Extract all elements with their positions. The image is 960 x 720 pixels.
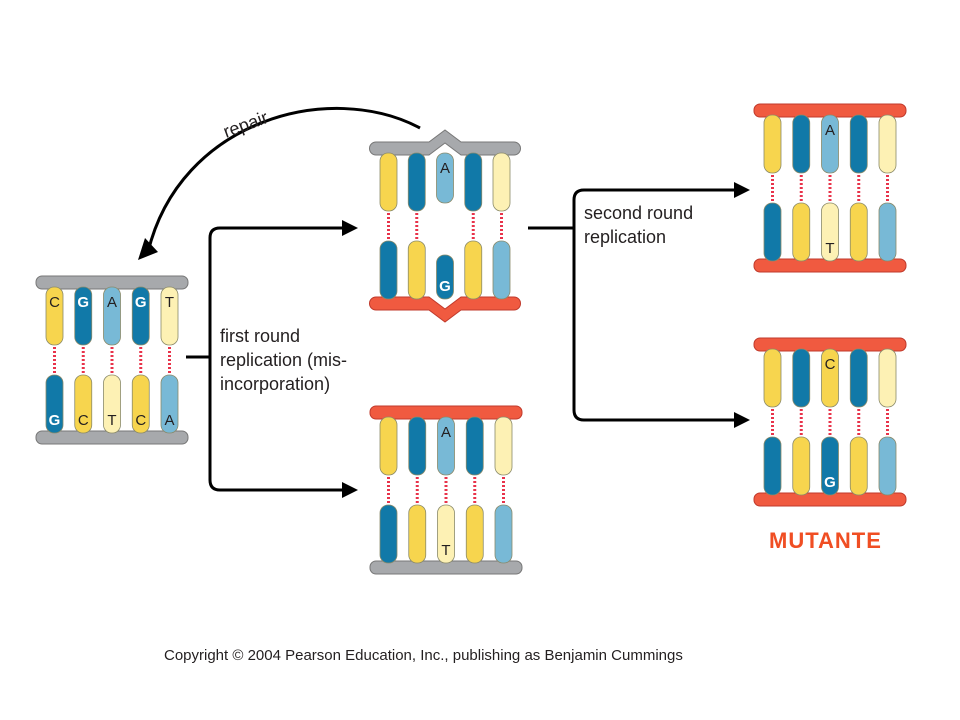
base-bottom-C bbox=[849, 436, 868, 496]
base-top-A bbox=[103, 286, 121, 346]
base-letter-bottom: G bbox=[439, 278, 451, 295]
second-round-bracket bbox=[528, 188, 736, 422]
base-bottom-T bbox=[103, 374, 121, 434]
base-top-T bbox=[878, 348, 897, 408]
base-top-T bbox=[878, 114, 897, 174]
base-bottom-G bbox=[763, 202, 782, 262]
base-top-C bbox=[379, 152, 398, 212]
arrowhead-second-wildtype bbox=[734, 182, 750, 198]
base-top-C bbox=[821, 348, 839, 408]
base-bottom-G bbox=[821, 436, 839, 496]
base-bottom-C bbox=[792, 436, 811, 496]
first-round-line-3: incorporation) bbox=[220, 374, 330, 394]
base-letter-top: C bbox=[49, 294, 60, 311]
base-bottom-C bbox=[408, 504, 427, 564]
base-bottom-G bbox=[436, 254, 454, 300]
top-strand bbox=[369, 129, 521, 156]
base-letter-top: A bbox=[825, 122, 835, 139]
base-bottom-G bbox=[379, 240, 398, 300]
mutant-label: MUTANTE bbox=[769, 528, 882, 553]
base-letter-bottom: G bbox=[49, 412, 61, 429]
base-letter-top: G bbox=[135, 294, 147, 311]
arrowhead-second-mutant bbox=[734, 412, 750, 428]
first-round-line-2: replication (mis- bbox=[220, 350, 347, 370]
base-bottom-C bbox=[792, 202, 811, 262]
base-bottom-A bbox=[160, 374, 179, 434]
base-letter-bottom: G bbox=[824, 474, 836, 491]
duplex-mismatch: AG bbox=[369, 129, 521, 323]
base-top-A bbox=[437, 416, 455, 476]
base-bottom-C bbox=[131, 374, 150, 434]
base-top-G bbox=[74, 286, 93, 346]
base-top-G bbox=[849, 114, 868, 174]
bottom-strand bbox=[369, 296, 521, 323]
first-round-label: first round replication (mis- incorporat… bbox=[220, 326, 347, 394]
first-round-bracket bbox=[186, 226, 344, 492]
duplex-second-wildtype: AT bbox=[753, 103, 907, 273]
base-letter-top: A bbox=[440, 160, 450, 177]
base-letter-bottom: C bbox=[135, 412, 146, 429]
base-top-A bbox=[436, 152, 454, 204]
base-bottom-C bbox=[74, 374, 93, 434]
base-bottom-T bbox=[437, 504, 455, 564]
base-bottom-G bbox=[379, 504, 398, 564]
base-letter-bottom: C bbox=[78, 412, 89, 429]
base-letter-top: A bbox=[441, 424, 451, 441]
first-round-line-1: first round bbox=[220, 326, 300, 346]
base-top-G bbox=[131, 286, 150, 346]
copyright-notice: Copyright © 2004 Pearson Education, Inc.… bbox=[164, 647, 683, 664]
base-top-G bbox=[464, 152, 483, 212]
base-letter-bottom: T bbox=[107, 412, 116, 429]
base-bottom-A bbox=[878, 436, 897, 496]
repair-label: repair bbox=[221, 107, 271, 142]
second-round-line-1: second round bbox=[584, 203, 693, 223]
base-letter-bottom: A bbox=[164, 412, 174, 429]
base-top-G bbox=[792, 114, 811, 174]
base-bottom-G bbox=[45, 374, 64, 434]
base-bottom-A bbox=[878, 202, 897, 262]
base-bottom-C bbox=[407, 240, 426, 300]
base-letter-bottom: T bbox=[825, 240, 834, 257]
arrowhead-repair bbox=[138, 238, 158, 260]
arrowheads bbox=[138, 182, 750, 498]
base-bottom-C bbox=[465, 504, 484, 564]
base-top-G bbox=[407, 152, 426, 212]
second-round-label: second round replication bbox=[584, 203, 693, 247]
arrowhead-mismatch bbox=[342, 220, 358, 236]
base-top-T bbox=[494, 416, 513, 476]
base-top-A bbox=[821, 114, 839, 174]
duplex-first-correct: AT bbox=[369, 405, 523, 575]
base-letter-top: T bbox=[165, 294, 174, 311]
base-top-T bbox=[160, 286, 179, 346]
duplex-second-mutant: CG bbox=[753, 337, 907, 507]
base-top-C bbox=[379, 416, 398, 476]
base-letter-bottom: T bbox=[441, 542, 450, 559]
base-bottom-T bbox=[821, 202, 839, 262]
base-bottom-A bbox=[494, 504, 513, 564]
base-top-G bbox=[849, 348, 868, 408]
base-bottom-G bbox=[763, 436, 782, 496]
arrowhead-first-correct bbox=[342, 482, 358, 498]
base-letter-top: G bbox=[77, 294, 89, 311]
base-top-T bbox=[492, 152, 511, 212]
base-top-G bbox=[408, 416, 427, 476]
base-letter-top: C bbox=[825, 356, 836, 373]
base-top-G bbox=[792, 348, 811, 408]
arrows bbox=[146, 107, 736, 492]
base-bottom-C bbox=[849, 202, 868, 262]
base-top-C bbox=[763, 348, 782, 408]
base-bottom-C bbox=[464, 240, 483, 300]
second-round-line-2: replication bbox=[584, 227, 666, 247]
repair-arrow bbox=[146, 107, 421, 253]
base-top-C bbox=[763, 114, 782, 174]
base-top-C bbox=[45, 286, 64, 346]
base-bottom-A bbox=[492, 240, 511, 300]
base-letter-top: A bbox=[107, 294, 117, 311]
base-top-G bbox=[465, 416, 484, 476]
